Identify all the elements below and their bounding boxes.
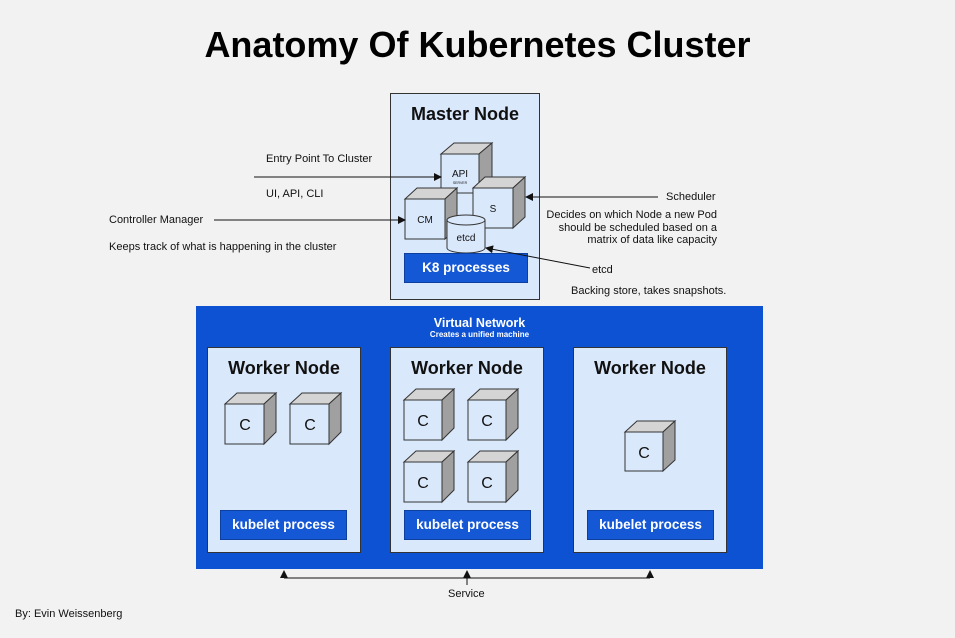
scheduler-cube: S [471,175,527,230]
api-sub-label: SERVER [453,181,468,185]
container-cube: C [466,449,520,504]
virtual-network-subtitle: Creates a unified machine [429,330,530,339]
scheduler-short-label: S [490,204,497,215]
service-connector [280,570,654,585]
svg-text:C: C [638,445,650,462]
container-cube: C [223,391,278,446]
worker-2-containers: C C C C [402,387,520,504]
container-cube: C [288,391,343,446]
worker-node-2: Worker Node C C C C kubelet process [390,347,544,553]
svg-text:C: C [417,475,429,492]
controller-manager-desc: Keeps track of what is happening in the … [109,241,337,253]
container-cube: C [402,449,456,504]
kubelet-process-label: kubelet process [404,510,531,540]
service-label: Service [448,588,485,600]
entry-point-sub-label: UI, API, CLI [266,188,324,200]
master-node-title: Master Node [410,104,520,124]
svg-text:C: C [304,417,316,434]
container-cube: C [466,387,520,442]
k8-processes-label: K8 processes [404,253,528,283]
worker-node-title: Worker Node [411,358,523,378]
etcd-cylinder: etcd [446,214,486,254]
worker-node-title: Worker Node [228,358,340,378]
svg-text:C: C [481,475,493,492]
virtual-network-title: Virtual Network [433,316,526,330]
etcd-short-label: etcd [457,233,476,244]
page-title: Anatomy Of Kubernetes Cluster [204,24,751,65]
author-credit: By: Evin Weissenberg [15,608,123,620]
svg-text:C: C [239,417,251,434]
scheduler-label: Scheduler [666,191,716,203]
svg-text:C: C [481,413,493,430]
worker-node-title: Worker Node [594,358,706,378]
worker-node-1: Worker Node C C kubelet process [207,347,361,553]
controller-manager-label: Controller Manager [109,214,204,226]
etcd-label: etcd [592,264,613,276]
etcd-desc: Backing store, takes snapshots. [571,285,727,297]
api-label: API [452,169,468,180]
etcd-arrow [485,245,591,269]
container-cube: C [402,387,456,442]
worker-1-containers: C C [223,391,343,446]
kubelet-process-label: kubelet process [220,510,347,540]
entry-point-label: Entry Point To Cluster [266,153,373,165]
kubelet-process-label: kubelet process [587,510,714,540]
svg-text:C: C [417,413,429,430]
master-components: API SERVER S CM etcd [403,141,527,254]
container-cube: C [623,419,677,473]
scheduler-desc: Decides on which Node a new Pod should b… [546,209,717,246]
cm-short-label: CM [417,215,433,226]
worker-3-containers: C [623,419,677,473]
worker-node-3: Worker Node C kubelet process [573,347,727,553]
